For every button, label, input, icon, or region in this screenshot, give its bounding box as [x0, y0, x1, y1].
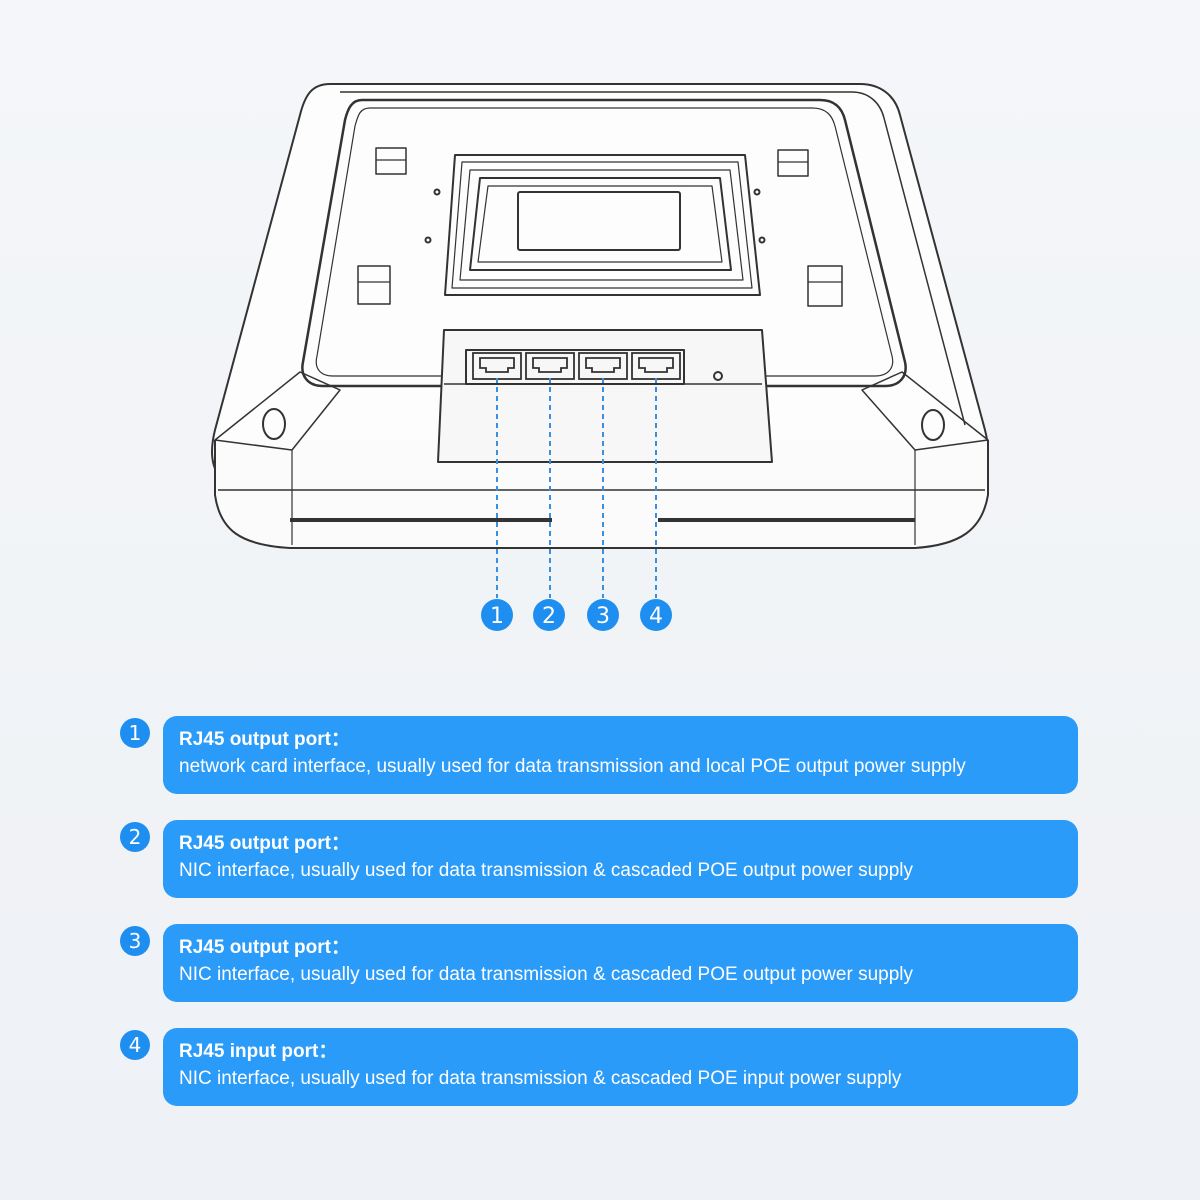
port-title: RJ45 output port： [179, 833, 350, 854]
svg-text:3: 3 [596, 604, 610, 629]
port-description-card: RJ45 output port： NIC interface, usually… [163, 924, 1078, 1002]
port-description: NIC interface, usually used for data tra… [179, 860, 913, 881]
port-title: RJ45 input port： [179, 1041, 338, 1062]
port-number-badge: 4 [120, 1030, 150, 1060]
port-item-4: 4 RJ45 input port： NIC interface, usuall… [120, 1028, 1080, 1108]
svg-text:4: 4 [649, 604, 663, 629]
dashed-leader-lines [496, 378, 657, 598]
port-item-2: 2 RJ45 output port： NIC interface, usual… [120, 820, 1080, 900]
callout-badge-4: 4 [640, 599, 672, 631]
callout-badge-3: 3 [587, 599, 619, 631]
port-description-card: RJ45 input port： NIC interface, usually … [163, 1028, 1078, 1106]
port-number-badge: 2 [120, 822, 150, 852]
port-item-1: 1 RJ45 output port： network card interfa… [120, 716, 1080, 796]
port-description: network card interface, usually used for… [179, 756, 966, 777]
svg-text:1: 1 [490, 604, 504, 629]
device-bottom-view-diagram: 1 2 3 4 [211, 83, 989, 631]
port-number-badge: 1 [120, 718, 150, 748]
port-description: NIC interface, usually used for data tra… [179, 1068, 902, 1089]
port-description-card: RJ45 output port： network card interface… [163, 716, 1078, 794]
callout-badge-1: 1 [481, 599, 513, 631]
access-point-line-art [211, 83, 989, 549]
callout-badge-2: 2 [533, 599, 565, 631]
port-description-card: RJ45 output port： NIC interface, usually… [163, 820, 1078, 898]
port-item-3: 3 RJ45 output port： NIC interface, usual… [120, 924, 1080, 1004]
port-number-badge: 3 [120, 926, 150, 956]
port-title: RJ45 output port： [179, 729, 350, 750]
svg-text:2: 2 [542, 604, 556, 629]
port-title: RJ45 output port： [179, 937, 350, 958]
port-description: NIC interface, usually used for data tra… [179, 964, 913, 985]
